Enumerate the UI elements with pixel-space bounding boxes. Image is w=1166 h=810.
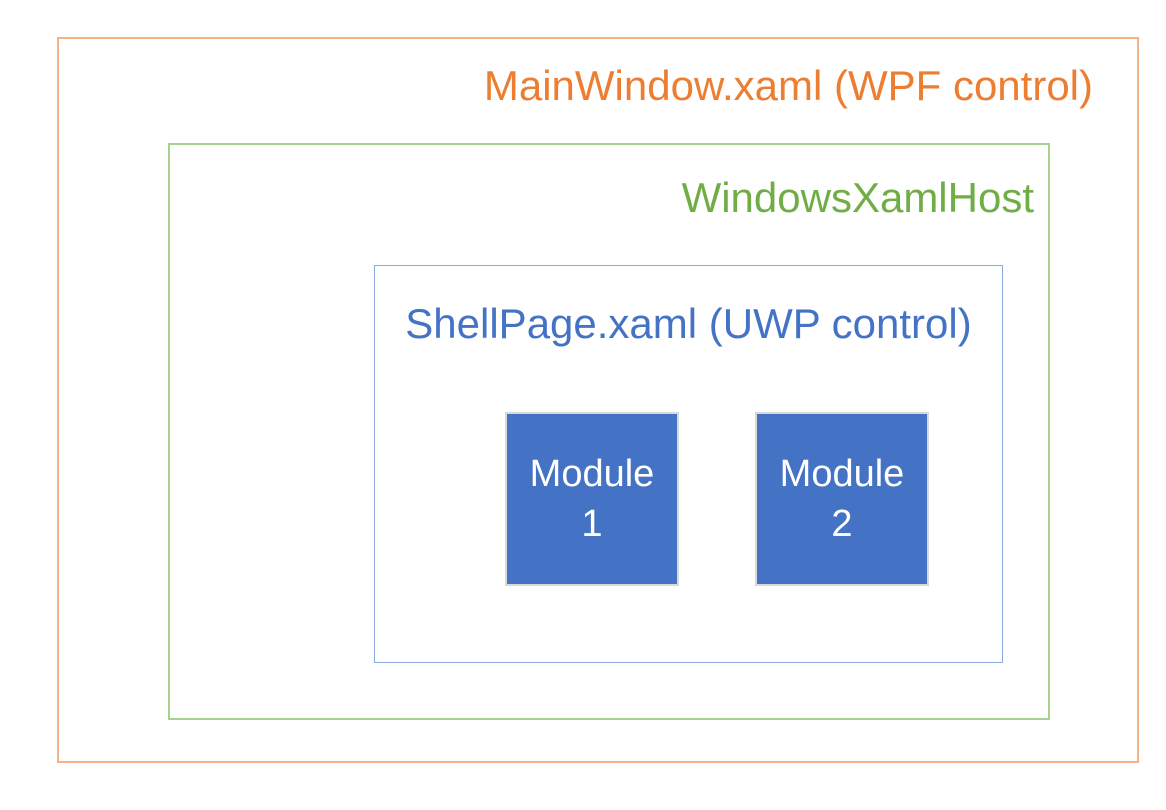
- module-1-box: Module 1: [505, 412, 679, 586]
- module-2-box: Module 2: [755, 412, 929, 586]
- module-1-label-line2: 1: [581, 503, 603, 545]
- mainwindow-wpf-label: MainWindow.xaml (WPF control): [483, 62, 1093, 109]
- module-1-label-line1: Module: [529, 453, 655, 495]
- module-2-label-line1: Module: [779, 453, 905, 495]
- module-2-label-line2: 2: [831, 503, 853, 545]
- windowsxamlhost-box: WindowsXamlHost ShellPage.xaml (UWP cont…: [168, 143, 1050, 720]
- shellpage-uwp-label: ShellPage.xaml (UWP control): [405, 300, 972, 347]
- shellpage-uwp-box: ShellPage.xaml (UWP control) Module 1 Mo…: [374, 265, 1003, 663]
- mainwindow-wpf-box: MainWindow.xaml (WPF control) WindowsXam…: [57, 37, 1139, 763]
- windowsxamlhost-label: WindowsXamlHost: [681, 174, 1034, 221]
